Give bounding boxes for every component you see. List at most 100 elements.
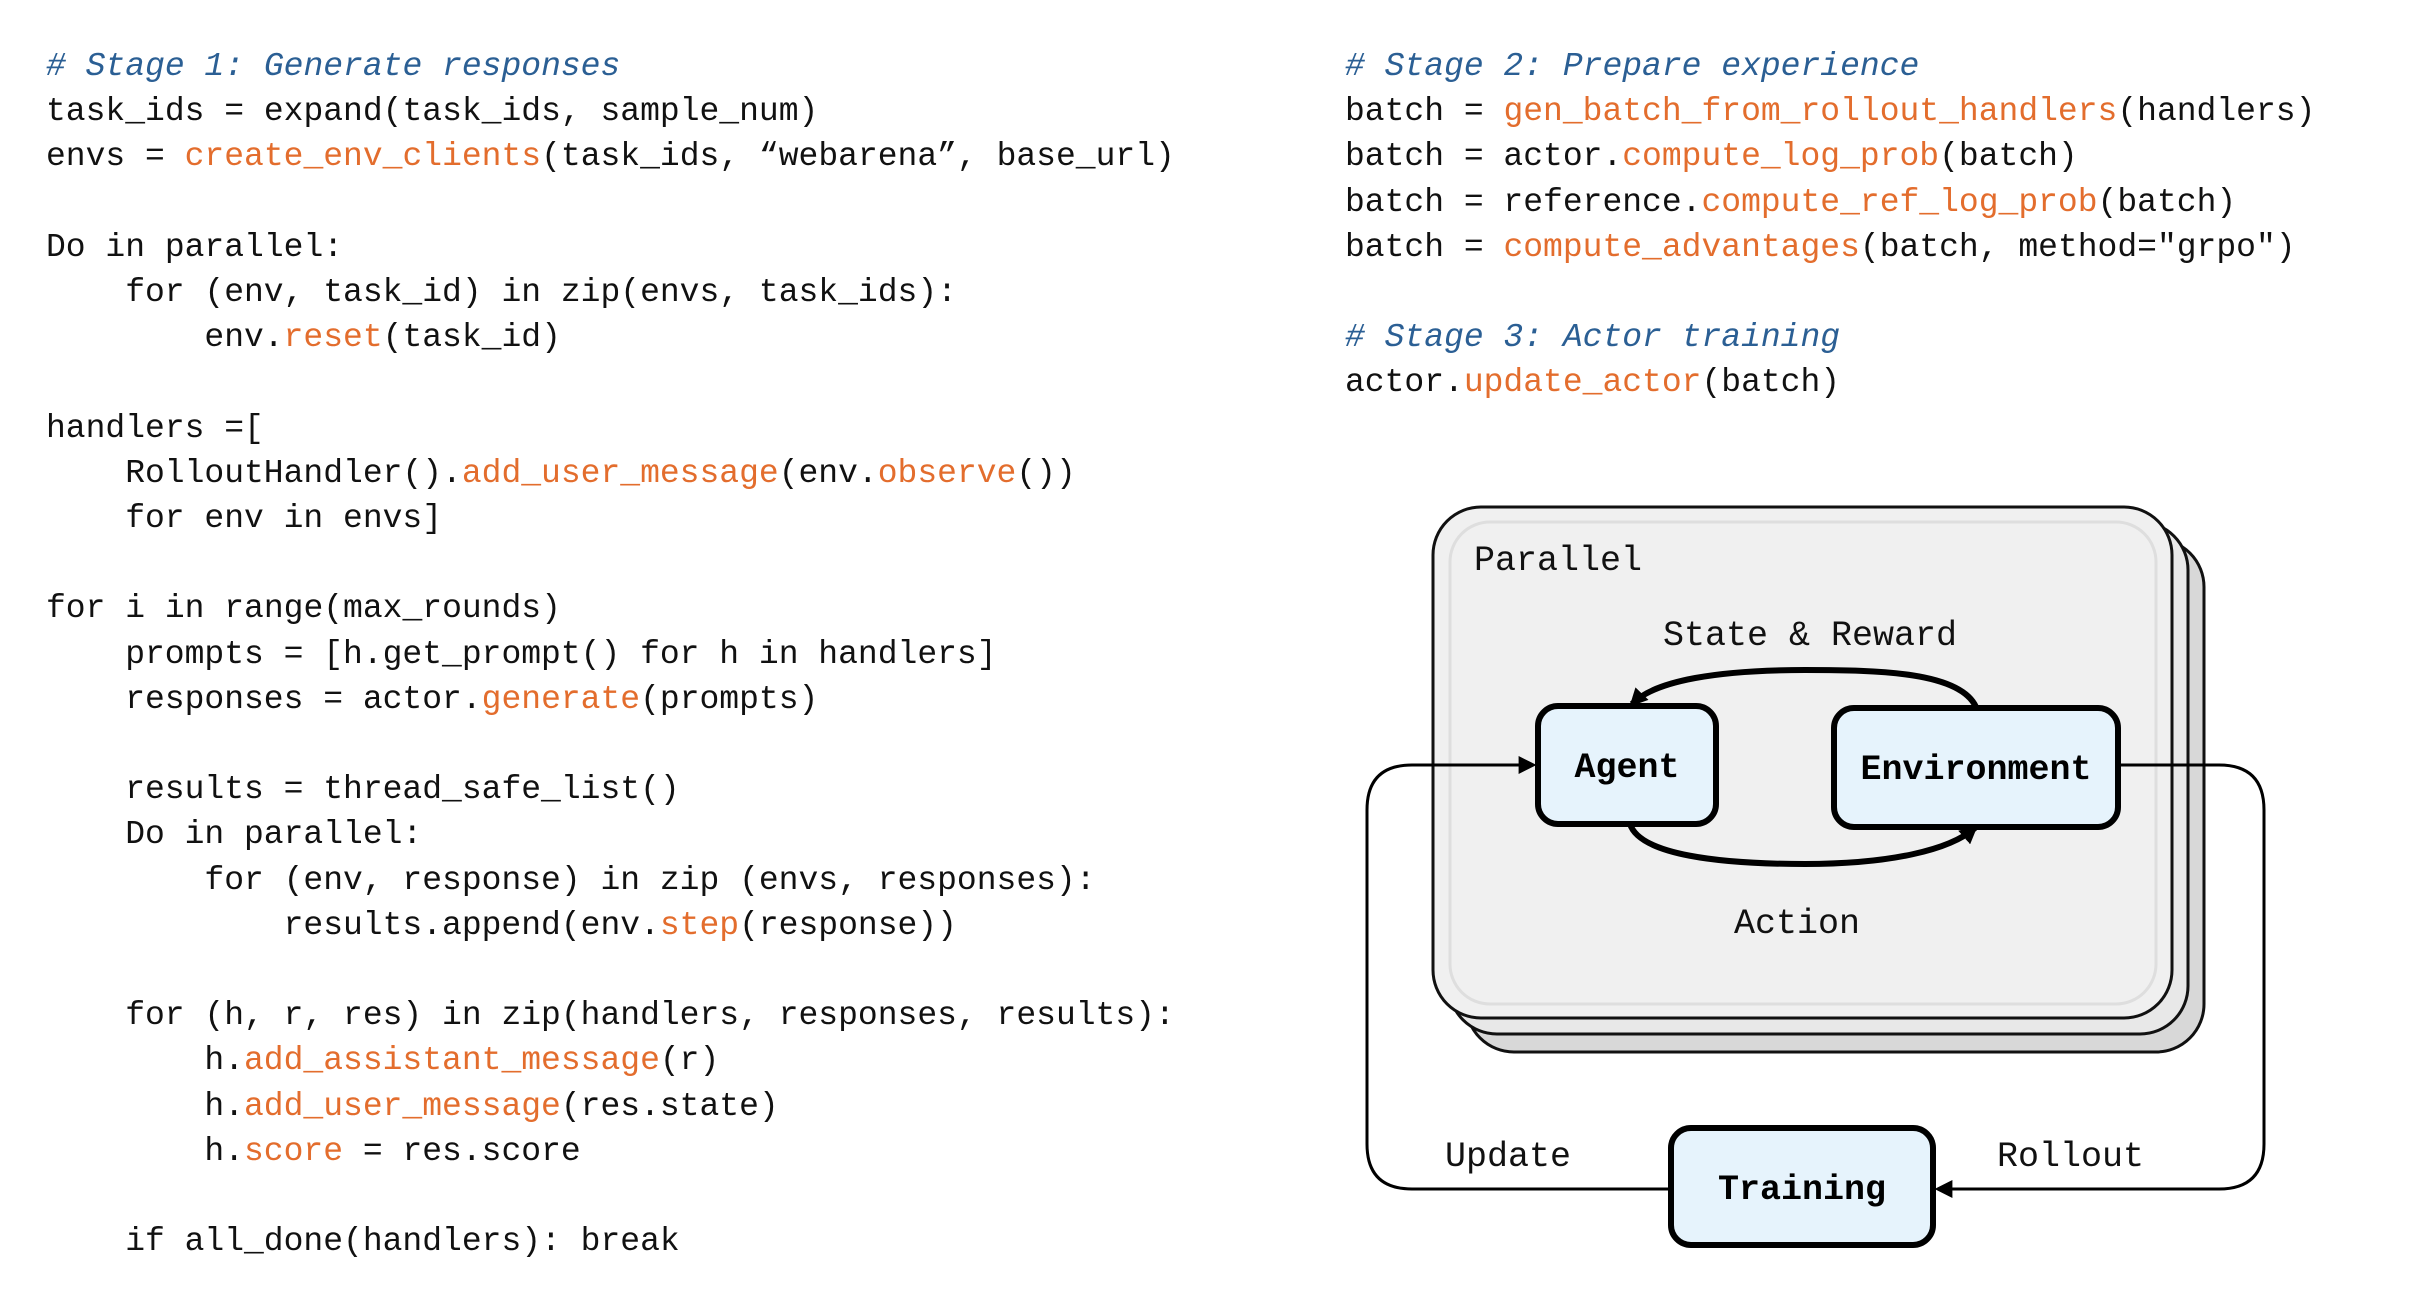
code-text: env. [204, 319, 284, 357]
code-line: for env in envs] [125, 496, 442, 541]
parallel-container-inner-border [1448, 520, 2158, 1006]
code-comment: # Stage 3: Actor training [1345, 319, 1841, 357]
function-name: add_assistant_message [244, 1042, 660, 1080]
code-text: = res.score [343, 1132, 581, 1170]
state-reward-arrow [1629, 666, 1979, 709]
function-name: compute_advantages [1503, 228, 1860, 266]
code-text: h. [204, 1132, 244, 1170]
action-arrow [1627, 822, 1978, 868]
code-line: for (h, r, res) in zip(handlers, respons… [125, 993, 1175, 1038]
code-line: batch = compute_advantages(batch, method… [1345, 225, 2296, 270]
code-line: batch = reference.compute_ref_log_prob(b… [1345, 180, 2236, 225]
code-comment: # Stage 2: Prepare experience [1345, 48, 1920, 85]
code-line: RolloutHandler().add_user_message(env.ob… [125, 451, 1076, 496]
code-line: batch = actor.compute_log_prob(batch) [1345, 134, 2078, 179]
function-name: score [244, 1132, 344, 1170]
update-label: Update [1445, 1137, 1571, 1177]
code-line: results = thread_safe_list() [125, 767, 680, 812]
code-text: (prompts) [640, 680, 819, 718]
rollout-arrow [1934, 763, 2266, 1198]
code-text: (response)) [739, 906, 957, 944]
function-name: reset [283, 319, 383, 357]
code-line: for i in range(max_rounds) [46, 586, 561, 631]
function-name: compute_log_prob [1622, 138, 1940, 176]
function-name: gen_batch_from_rollout_handlers [1503, 93, 2118, 131]
environment-node: Environment [1831, 705, 2121, 830]
code-text: h. [204, 1042, 244, 1080]
function-name: create_env_clients [184, 138, 542, 176]
code-text: batch = reference. [1345, 183, 1702, 221]
code-line: Do in parallel: [46, 225, 343, 270]
code-text: batch = actor. [1345, 138, 1623, 176]
code-text: results.append(env. [283, 906, 660, 944]
code-text: h. [204, 1087, 244, 1125]
code-text: actor. [1345, 364, 1464, 402]
code-text: (task_id) [382, 319, 561, 357]
code-line: for (env, task_id) in zip(envs, task_ids… [125, 270, 957, 315]
code-line: h.score = res.score [204, 1129, 580, 1174]
code-text: for i in range(max_rounds) [46, 590, 561, 628]
code-text: for (env, task_id) in zip(envs, task_ids… [125, 274, 957, 311]
code-text: (task_ids, “webarena”, base_url) [541, 138, 1175, 176]
code-text: (batch, method="grpo") [1859, 228, 2296, 266]
code-text: (res.state) [560, 1087, 779, 1125]
code-line: for (env, response) in zip (envs, respon… [204, 858, 1095, 903]
code-text: if all_done(handlers): break [125, 1223, 680, 1261]
code-line: handlers =[ [46, 406, 264, 451]
code-line: responses = actor.generate(prompts) [125, 677, 818, 722]
action-label: Action [1734, 904, 1860, 944]
training-label: Training [1718, 1170, 1886, 1210]
code-text: (batch) [2097, 183, 2237, 221]
code-text: Do in parallel: [46, 228, 344, 266]
code-line: results.append(env.step(response)) [284, 903, 957, 948]
code-text: for (h, r, res) in zip(handlers, respons… [125, 997, 1175, 1035]
code-line: # Stage 2: Prepare experience [1345, 44, 1919, 89]
agent-node: Agent [1535, 703, 1719, 827]
code-line: task_ids = expand(task_ids, sample_num) [46, 89, 818, 134]
training-node: Training [1668, 1125, 1936, 1248]
code-line: # Stage 1: Generate responses [46, 44, 620, 89]
code-line: prompts = [h.get_prompt() for h in handl… [125, 632, 996, 677]
code-text: Do in parallel: [125, 816, 423, 854]
code-text: (handlers) [2117, 93, 2316, 131]
code-text: (r) [659, 1042, 720, 1080]
parallel-label: Parallel [1474, 541, 1642, 581]
code-line: Do in parallel: [125, 812, 422, 857]
code-line: h.add_user_message(res.state) [204, 1084, 778, 1129]
function-name: add_user_message [461, 454, 779, 492]
code-text: for env in envs] [125, 500, 443, 537]
code-text: task_ids = expand(task_ids, sample_num) [46, 93, 819, 131]
code-text: results = thread_safe_list() [125, 771, 680, 809]
code-line: # Stage 3: Actor training [1345, 315, 1840, 360]
function-name: compute_ref_log_prob [1701, 183, 2098, 221]
environment-label: Environment [1860, 750, 2091, 790]
code-text: (env. [778, 454, 878, 492]
code-line: actor.update_actor(batch) [1345, 360, 1840, 405]
code-text: for (env, response) in zip (envs, respon… [204, 861, 1096, 899]
code-line: env.reset(task_id) [204, 315, 560, 360]
update-arrow [1365, 756, 1671, 1191]
parallel-container [1431, 505, 2174, 1020]
rollout-label: Rollout [1997, 1137, 2144, 1177]
code-text: (batch) [1701, 364, 1841, 402]
code-text: RolloutHandler(). [125, 454, 462, 492]
code-line: h.add_assistant_message(r) [204, 1038, 719, 1083]
code-text: envs = [46, 138, 185, 176]
code-text: batch = [1345, 228, 1504, 266]
code-line: envs = create_env_clients(task_ids, “web… [46, 134, 1175, 179]
code-line: batch = gen_batch_from_rollout_handlers(… [1345, 89, 2315, 134]
code-text: prompts = [h.get_prompt() for h in handl… [125, 635, 997, 673]
code-text: (batch) [1939, 138, 2078, 176]
agent-label: Agent [1574, 748, 1679, 788]
function-name: step [659, 906, 740, 944]
code-text: handlers =[ [46, 409, 264, 447]
function-name: update_actor [1463, 364, 1702, 402]
code-comment: # Stage 1: Generate responses [46, 48, 621, 85]
function-name: generate [481, 680, 641, 718]
code-line: if all_done(handlers): break [125, 1219, 680, 1264]
code-text: ()) [1016, 454, 1076, 492]
function-name: add_user_message [244, 1087, 561, 1125]
state-reward-label: State & Reward [1663, 616, 1957, 656]
code-text: responses = actor. [125, 680, 482, 718]
